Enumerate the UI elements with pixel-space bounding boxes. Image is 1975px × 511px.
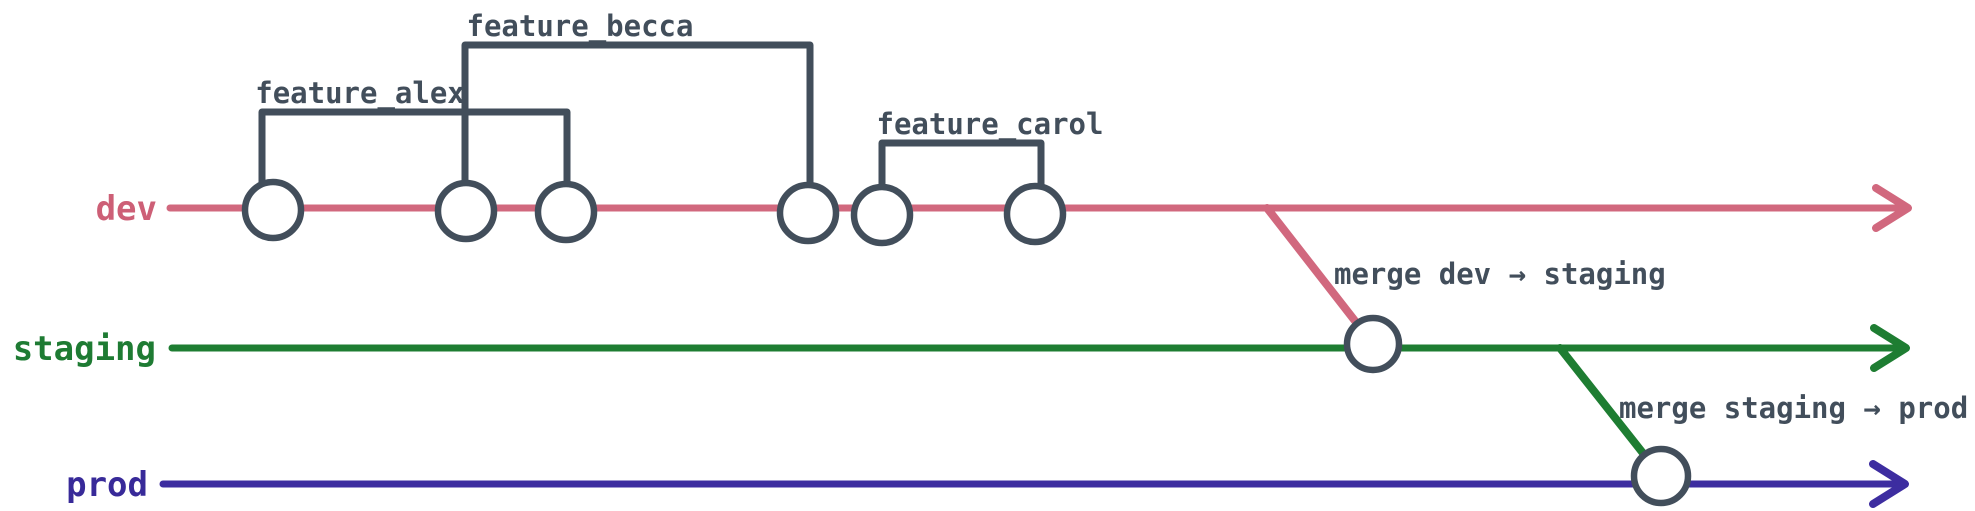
commit-node: [776, 181, 840, 245]
branch-label-prod: prod: [66, 465, 148, 505]
feature-bracket-label: feature_becca: [467, 9, 694, 43]
branch-label-dev: dev: [96, 189, 157, 229]
commit-node: [434, 179, 498, 243]
merge-commit-node-prod: [1630, 445, 1692, 507]
commit-node: [241, 178, 305, 242]
feature-bracket-label: feature_carol: [877, 107, 1104, 141]
branch-arrowhead-prod: [1869, 460, 1909, 508]
commit-node: [1003, 182, 1067, 246]
commit-node: [534, 180, 598, 244]
branch-label-staging: staging: [13, 329, 156, 369]
branch-arrowhead-dev: [1872, 184, 1912, 232]
merge-commit-node-staging: [1343, 314, 1403, 374]
feature-bracket-feature_becca: [461, 41, 814, 190]
commit-node: [850, 183, 914, 247]
merge-label: merge staging → prod: [1619, 391, 1968, 425]
feature-bracket-feature_alex: [258, 108, 571, 189]
feature-bracket-label: feature_alex: [255, 76, 465, 110]
branch-arrowhead-staging: [1870, 324, 1910, 372]
merge-label: merge dev → staging: [1334, 257, 1666, 291]
feature-bracket-feature_carol: [878, 139, 1045, 192]
